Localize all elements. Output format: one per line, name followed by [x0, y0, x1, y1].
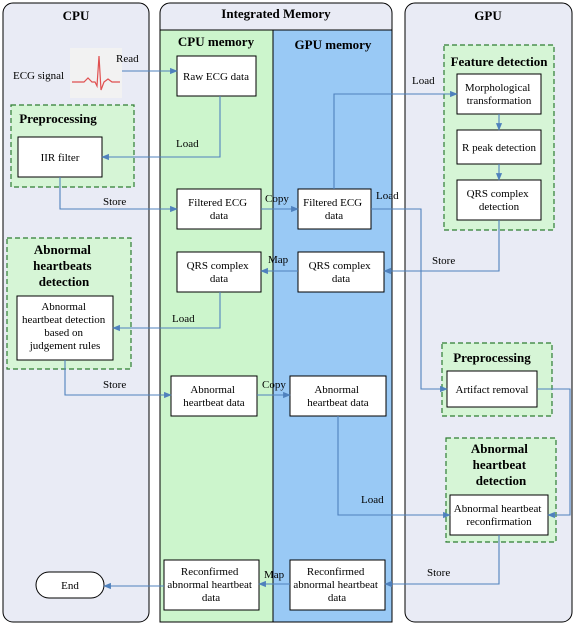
cpu-raw-ecg-box: [176, 55, 257, 97]
read-label: Read: [116, 53, 139, 65]
reconfirm-label: Abnormal heartbeat reconfirmation: [454, 503, 544, 528]
morph-box: [456, 73, 542, 115]
map-reconfirm-label: Map: [264, 569, 285, 581]
map-qrs-label: Map: [268, 254, 289, 266]
copy-abnormal-label: Copy: [262, 379, 286, 391]
load-iir-label: Load: [176, 138, 199, 150]
store-reconfirm-label: Store: [427, 567, 450, 579]
gpu-feature-title: Feature detection: [451, 54, 549, 69]
store-abnormal-label: Store: [103, 379, 126, 391]
end-label: End: [61, 580, 79, 592]
artifact-label: Artifact removal: [456, 384, 529, 396]
gpu-abnormal-box: [289, 375, 387, 417]
load-abnormal-arrow: [112, 292, 221, 332]
load-artifact-arrow: [371, 208, 448, 393]
load-artifact-label: Load: [376, 190, 399, 202]
store-qrs-arrow: [383, 220, 500, 275]
load-reconfirm-label: Load: [361, 494, 384, 506]
cpu-abnormal-title: Abnormal heartbeats detection: [33, 242, 95, 289]
rpeak-box: [456, 129, 542, 165]
gpu-qrs-label: QRS complex data: [309, 260, 374, 285]
cpu-title: CPU: [63, 8, 90, 23]
reconfirm-box: [449, 494, 549, 536]
cpu-memory-region: [159, 29, 274, 623]
cpu-memory-title: CPU memory: [178, 34, 255, 49]
gpu-memory-title: GPU memory: [295, 37, 372, 52]
cpu-reconfirmed-label: Reconfirmed abnormal heartbeat data: [167, 566, 254, 604]
morph-label: Morphological transformation: [465, 82, 533, 107]
gpu-abnormal-title: Abnormal heartbeat detection: [471, 441, 531, 488]
gpu-title: GPU: [474, 8, 502, 23]
cpu-qrs-label: QRS complex data: [187, 260, 252, 285]
artifact-box: [446, 370, 538, 408]
integrated-memory-title: Integrated Memory: [221, 6, 331, 21]
load-reconfirm-arrow: [337, 416, 451, 519]
store-abnormal-arrow: [64, 360, 172, 399]
load-feature-arrow: [333, 90, 458, 189]
ecg-waveform-icon: [70, 48, 122, 98]
rpeak-label: R peak detection: [462, 142, 536, 154]
cpu-preprocessing-title: Preprocessing: [19, 111, 97, 126]
gpu-memory-region: [272, 29, 393, 623]
gpu-filtered-ecg-box: [297, 188, 372, 230]
store-iir-label: Store: [103, 196, 126, 208]
cpu-abnormal-label: Abnormal heartbeat data: [183, 384, 244, 409]
gpu-abnormal-label: Abnormal heartbeat data: [307, 384, 368, 409]
cpu-filtered-ecg-label: Filtered ECG data: [188, 197, 250, 222]
gpu-filtered-ecg-label: Filtered ECG data: [303, 197, 365, 222]
cpu-qrs-box: [176, 251, 262, 293]
load-iir-arrow: [101, 96, 221, 161]
cpu-raw-ecg-label: Raw ECG data: [183, 71, 249, 83]
store-iir-arrow: [59, 177, 178, 213]
abnormal-detection-label: Abnormal heartbeat detection based on ju…: [22, 301, 108, 352]
qrs-detection-label: QRS complex detection: [467, 188, 532, 213]
cpu-filtered-ecg-box: [176, 188, 262, 230]
ecg-signal-label: ECG signal: [13, 70, 64, 82]
gpu-reconfirmed-label: Reconfirmed abnormal heartbeat data: [293, 566, 380, 604]
gpu-reconfirmed-box: [289, 559, 386, 611]
qrs-detection-box: [456, 179, 542, 221]
copy-filtered-label: Copy: [265, 193, 289, 205]
load-feature-label: Load: [412, 75, 435, 87]
store-qrs-label: Store: [432, 255, 455, 267]
load-abnormal-label: Load: [172, 313, 195, 325]
store-reconfirm-arrow: [384, 535, 500, 588]
gpu-qrs-box: [297, 251, 385, 293]
artifact-to-reconfirm-arrow: [537, 388, 571, 519]
cpu-abnormal-box: [170, 375, 258, 417]
gpu-preprocessing-title: Preprocessing: [453, 350, 531, 365]
iir-filter-label: IIR filter: [41, 152, 80, 164]
